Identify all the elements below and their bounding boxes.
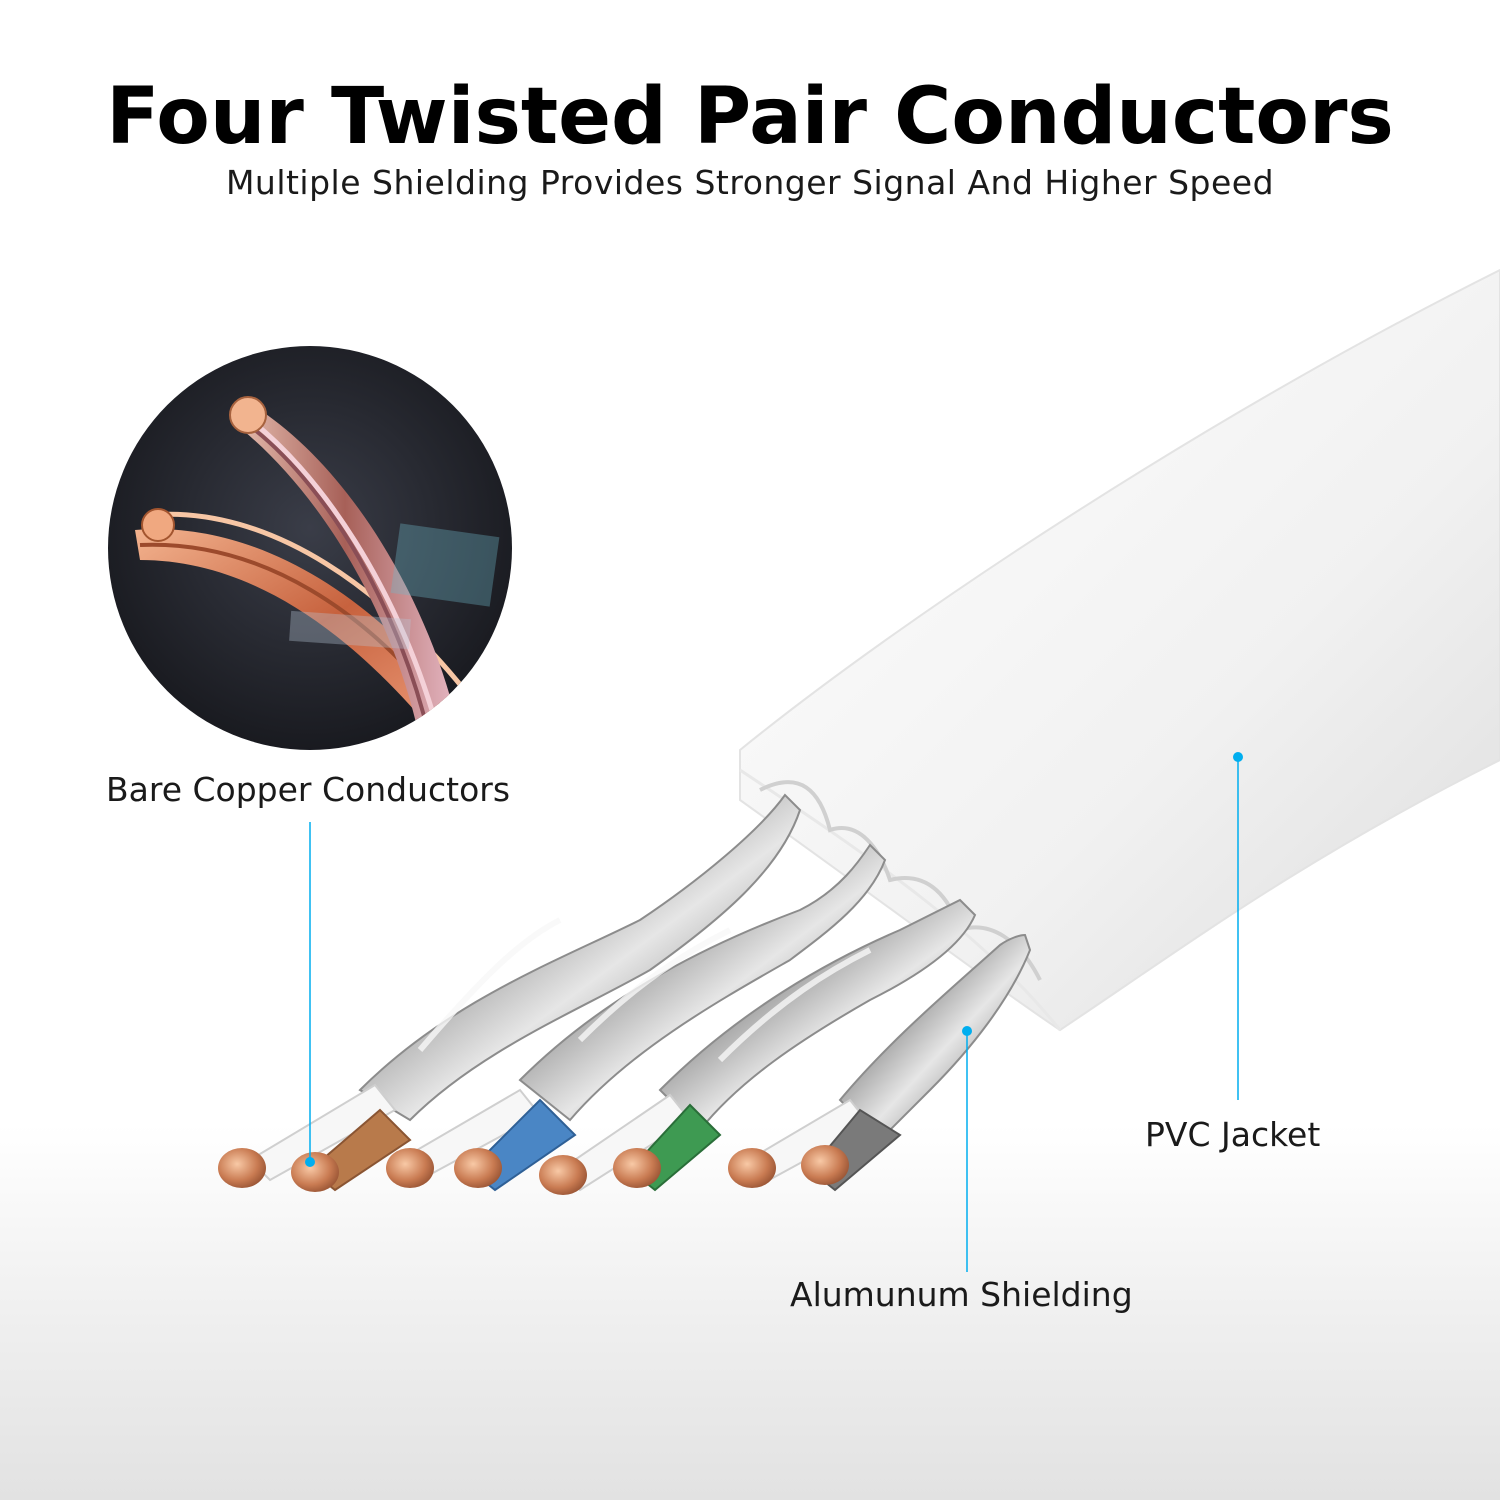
page-subtitle: Multiple Shielding Provides Stronger Sig… xyxy=(225,163,1275,202)
label-bare-copper: Bare Copper Conductors xyxy=(106,770,511,809)
twisted-pairs xyxy=(358,793,1032,1142)
callout-jacket xyxy=(1233,752,1243,1100)
pvc-jacket-body xyxy=(739,268,1500,1032)
callout-copper xyxy=(305,822,315,1167)
label-aluminum-shielding: Alumunum Shielding xyxy=(790,1275,1133,1314)
label-pvc-jacket: PVC Jacket xyxy=(1145,1115,1321,1154)
callout-shielding xyxy=(962,1026,972,1272)
copper-detail-inset xyxy=(108,346,512,750)
conductor-wires xyxy=(218,1083,902,1195)
page-title: Four Twisted Pair Conductors xyxy=(106,72,1394,162)
